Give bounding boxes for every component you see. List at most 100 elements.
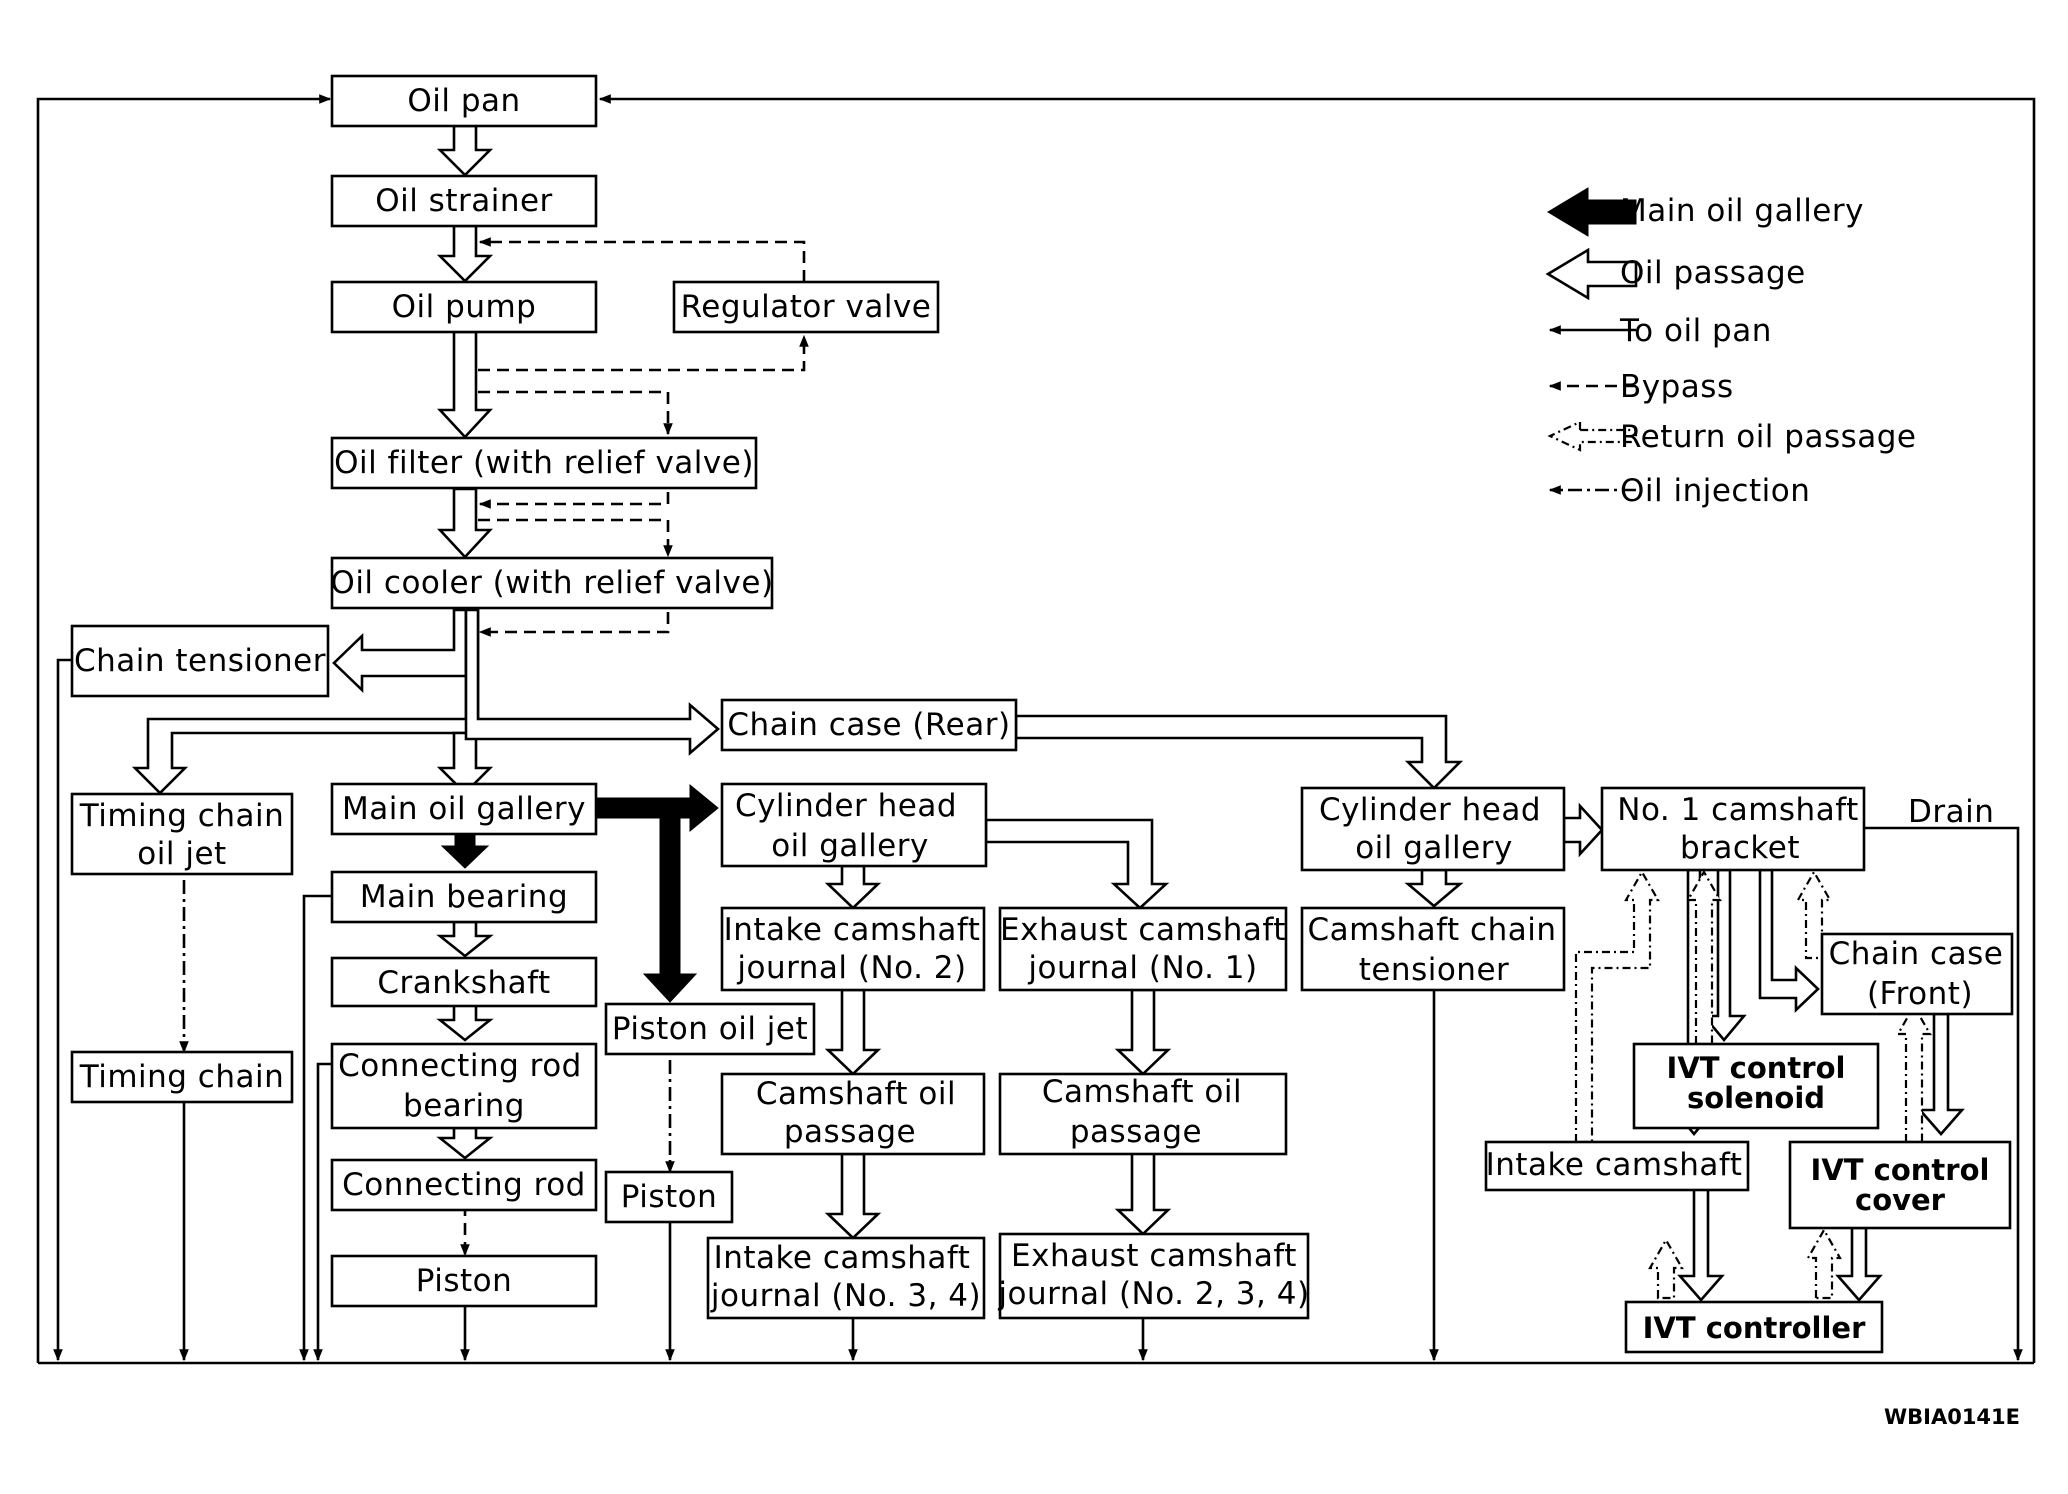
svg-text:Piston oil jet: Piston oil jet bbox=[612, 1011, 808, 1047]
svg-text:Bypass: Bypass bbox=[1620, 369, 1734, 405]
main-gallery-arrows bbox=[440, 783, 719, 1003]
svg-text:Intake camshaft: Intake camshaft bbox=[714, 1240, 971, 1276]
svg-text:solenoid: solenoid bbox=[1687, 1081, 1825, 1115]
box-oil-pan: Oil pan bbox=[330, 74, 598, 128]
legend-oil-passage: Oil passage bbox=[1545, 247, 1806, 301]
svg-text:Crankshaft: Crankshaft bbox=[377, 965, 550, 1001]
box-timing-chain: Timing chain bbox=[70, 1050, 294, 1104]
svg-text:journal (No. 3, 4): journal (No. 3, 4) bbox=[710, 1278, 981, 1314]
svg-text:bracket: bracket bbox=[1680, 830, 1800, 866]
svg-text:Intake camshaft: Intake camshaft bbox=[1486, 1147, 1743, 1183]
svg-text:bearing: bearing bbox=[403, 1088, 525, 1124]
svg-text:passage: passage bbox=[784, 1114, 916, 1150]
svg-text:IVT control: IVT control bbox=[1667, 1051, 1846, 1085]
box-main-oil-gallery: Main oil gallery bbox=[330, 782, 598, 836]
box-camshaft-oil-passage-1: Camshaft oil passage bbox=[720, 1072, 986, 1156]
box-piston-right: Piston bbox=[604, 1170, 734, 1224]
svg-text:Oil injection: Oil injection bbox=[1620, 473, 1810, 509]
svg-text:Oil pan: Oil pan bbox=[407, 83, 520, 119]
box-oil-filter: Oil filter (with relief valve) bbox=[330, 436, 758, 490]
box-oil-strainer: Oil strainer bbox=[330, 174, 598, 228]
svg-text:No. 1 camshaft: No. 1 camshaft bbox=[1617, 792, 1858, 828]
legend-oil-injection: Oil injection bbox=[1548, 473, 1810, 509]
legend-return-oil-passage: Return oil passage bbox=[1547, 419, 1917, 455]
svg-text:Main bearing: Main bearing bbox=[360, 879, 568, 915]
svg-text:cover: cover bbox=[1855, 1183, 1946, 1217]
box-connecting-rod: Connecting rod bbox=[330, 1158, 598, 1212]
svg-text:Cylinder head: Cylinder head bbox=[1319, 792, 1541, 828]
return-frame bbox=[36, 94, 2036, 1365]
svg-text:Oil strainer: Oil strainer bbox=[375, 183, 553, 219]
svg-text:Chain case: Chain case bbox=[1829, 936, 2004, 972]
svg-text:To oil pan: To oil pan bbox=[1619, 313, 1772, 349]
svg-text:Camshaft oil: Camshaft oil bbox=[1042, 1074, 1242, 1110]
box-exhaust-camshaft-journal-no234: Exhaust camshaft journal (No. 2, 3, 4) bbox=[997, 1232, 1310, 1320]
svg-text:Main oil gallery: Main oil gallery bbox=[1620, 193, 1864, 229]
svg-text:Oil cooler (with relief valve): Oil cooler (with relief valve) bbox=[330, 565, 773, 601]
box-cylinder-head-oil-gallery-1: Cylinder head oil gallery bbox=[720, 782, 988, 868]
svg-text:oil jet: oil jet bbox=[137, 836, 226, 872]
svg-text:passage: passage bbox=[1070, 1114, 1202, 1150]
box-chain-case-front: Chain case (Front) bbox=[1820, 932, 2014, 1016]
box-chain-case-rear: Chain case (Rear) bbox=[720, 698, 1018, 752]
svg-text:IVT controller: IVT controller bbox=[1643, 1311, 1867, 1345]
svg-text:journal (No. 2, 3, 4): journal (No. 2, 3, 4) bbox=[997, 1276, 1309, 1312]
legend: Main oil gallery Oil passage To oil pan … bbox=[1545, 187, 1917, 509]
svg-text:Connecting rod: Connecting rod bbox=[338, 1048, 582, 1084]
svg-text:Chain case (Rear): Chain case (Rear) bbox=[727, 707, 1010, 743]
oil-injection-lines bbox=[179, 880, 675, 1174]
box-crankshaft: Crankshaft bbox=[330, 956, 598, 1008]
svg-text:Piston: Piston bbox=[416, 1263, 513, 1299]
svg-text:oil gallery: oil gallery bbox=[1355, 830, 1513, 866]
box-ivt-control-solenoid: IVT control solenoid bbox=[1632, 1042, 1880, 1130]
box-intake-camshaft: Intake camshaft bbox=[1484, 1140, 1750, 1192]
box-piston-left: Piston bbox=[330, 1254, 598, 1308]
box-camshaft-oil-passage-2: Camshaft oil passage bbox=[998, 1072, 1288, 1156]
drain-lines bbox=[53, 658, 2023, 1362]
svg-text:Chain tensioner: Chain tensioner bbox=[74, 643, 326, 679]
svg-text:Camshaft chain: Camshaft chain bbox=[1308, 912, 1557, 948]
box-oil-cooler: Oil cooler (with relief valve) bbox=[330, 556, 774, 610]
svg-text:Oil pump: Oil pump bbox=[392, 289, 537, 325]
box-main-bearing: Main bearing bbox=[330, 870, 598, 924]
drain-label: Drain bbox=[1908, 794, 1994, 830]
box-no1-camshaft-bracket: No. 1 camshaft bracket bbox=[1600, 786, 1866, 872]
svg-text:Oil filter (with relief valve): Oil filter (with relief valve) bbox=[334, 445, 754, 481]
svg-text:Cylinder head: Cylinder head bbox=[735, 788, 957, 824]
svg-text:Piston: Piston bbox=[621, 1179, 718, 1215]
svg-text:IVT control: IVT control bbox=[1811, 1153, 1990, 1187]
figure-code: WBIA0141E bbox=[1884, 1405, 2020, 1429]
box-intake-camshaft-journal-no34: Intake camshaft journal (No. 3, 4) bbox=[706, 1236, 986, 1320]
svg-text:Connecting rod: Connecting rod bbox=[342, 1167, 586, 1203]
box-piston-oil-jet: Piston oil jet bbox=[604, 1002, 816, 1056]
box-ivt-controller: IVT controller bbox=[1624, 1300, 1884, 1354]
svg-text:Camshaft oil: Camshaft oil bbox=[756, 1076, 956, 1112]
svg-text:Timing chain: Timing chain bbox=[79, 1059, 285, 1095]
box-oil-pump: Oil pump bbox=[330, 280, 598, 334]
svg-text:Exhaust camshaft: Exhaust camshaft bbox=[1011, 1238, 1297, 1274]
svg-text:Intake camshaft: Intake camshaft bbox=[724, 912, 981, 948]
box-exhaust-camshaft-journal-no1: Exhaust camshaft journal (No. 1) bbox=[998, 906, 1288, 992]
svg-text:Timing chain: Timing chain bbox=[79, 798, 285, 834]
svg-text:journal (No. 1): journal (No. 1) bbox=[1027, 950, 1257, 986]
legend-bypass: Bypass bbox=[1548, 369, 1734, 405]
legend-to-oil-pan: To oil pan bbox=[1548, 313, 1772, 349]
svg-text:Exhaust camshaft: Exhaust camshaft bbox=[1000, 912, 1286, 948]
box-connecting-rod-bearing: Connecting rod bearing bbox=[330, 1042, 598, 1130]
box-regulator-valve: Regulator valve bbox=[672, 280, 940, 334]
box-timing-chain-oil-jet: Timing chain oil jet bbox=[70, 792, 294, 876]
svg-text:Regulator valve: Regulator valve bbox=[681, 289, 932, 325]
svg-text:Main oil gallery: Main oil gallery bbox=[342, 791, 586, 827]
svg-text:Oil passage: Oil passage bbox=[1620, 255, 1806, 291]
box-cylinder-head-oil-gallery-2: Cylinder head oil gallery bbox=[1300, 786, 1566, 872]
legend-main-oil-gallery: Main oil gallery bbox=[1547, 187, 1864, 237]
svg-text:(Front): (Front) bbox=[1867, 976, 1973, 1012]
box-ivt-control-cover: IVT control cover bbox=[1788, 1140, 2012, 1230]
box-chain-tensioner: Chain tensioner bbox=[70, 624, 330, 698]
svg-text:journal (No. 2): journal (No. 2) bbox=[736, 950, 966, 986]
svg-text:Return oil passage: Return oil passage bbox=[1620, 419, 1917, 455]
box-intake-camshaft-journal-no2: Intake camshaft journal (No. 2) bbox=[720, 906, 986, 992]
bypass-lines bbox=[460, 237, 809, 1257]
svg-text:tensioner: tensioner bbox=[1359, 952, 1510, 988]
box-camshaft-chain-tensioner: Camshaft chain tensioner bbox=[1300, 906, 1566, 992]
